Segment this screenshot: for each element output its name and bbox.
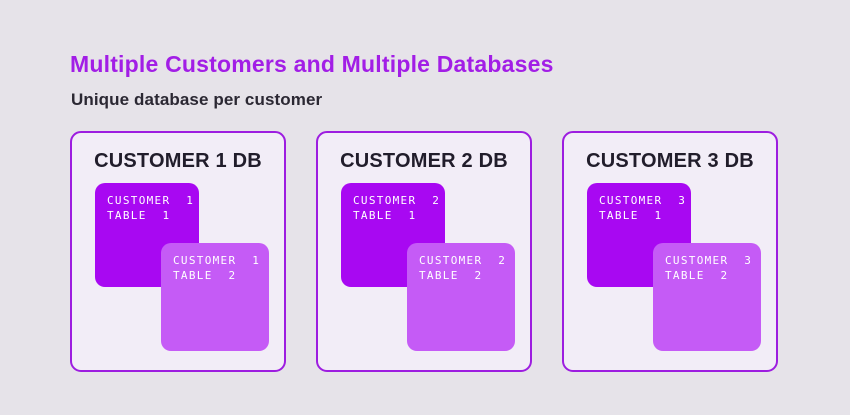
table-box-label: CUSTOMER 2 TABLE 2 — [419, 254, 507, 282]
database-cards-row: CUSTOMER 1 DB CUSTOMER 1 TABLE 1 CUSTOME… — [70, 131, 778, 372]
table-box-label: CUSTOMER 2 TABLE 1 — [353, 194, 441, 222]
database-card-title: CUSTOMER 2 DB — [340, 150, 508, 172]
database-card-title: CUSTOMER 1 DB — [94, 150, 262, 172]
database-card-customer-3: CUSTOMER 3 DB CUSTOMER 3 TABLE 1 CUSTOME… — [562, 131, 778, 372]
page-subtitle: Unique database per customer — [71, 90, 323, 109]
database-card-customer-1: CUSTOMER 1 DB CUSTOMER 1 TABLE 1 CUSTOME… — [70, 131, 286, 372]
table-box-customer3-table2: CUSTOMER 3 TABLE 2 — [653, 243, 761, 351]
table-box-customer1-table2: CUSTOMER 1 TABLE 2 — [161, 243, 269, 351]
table-box-label: CUSTOMER 1 TABLE 2 — [173, 254, 261, 282]
table-box-customer2-table2: CUSTOMER 2 TABLE 2 — [407, 243, 515, 351]
database-card-customer-2: CUSTOMER 2 DB CUSTOMER 2 TABLE 1 CUSTOME… — [316, 131, 532, 372]
table-box-label: CUSTOMER 3 TABLE 1 — [599, 194, 687, 222]
table-box-label: CUSTOMER 1 TABLE 1 — [107, 194, 195, 222]
table-box-label: CUSTOMER 3 TABLE 2 — [665, 254, 753, 282]
database-card-title: CUSTOMER 3 DB — [586, 150, 754, 172]
page-title: Multiple Customers and Multiple Database… — [70, 51, 554, 77]
